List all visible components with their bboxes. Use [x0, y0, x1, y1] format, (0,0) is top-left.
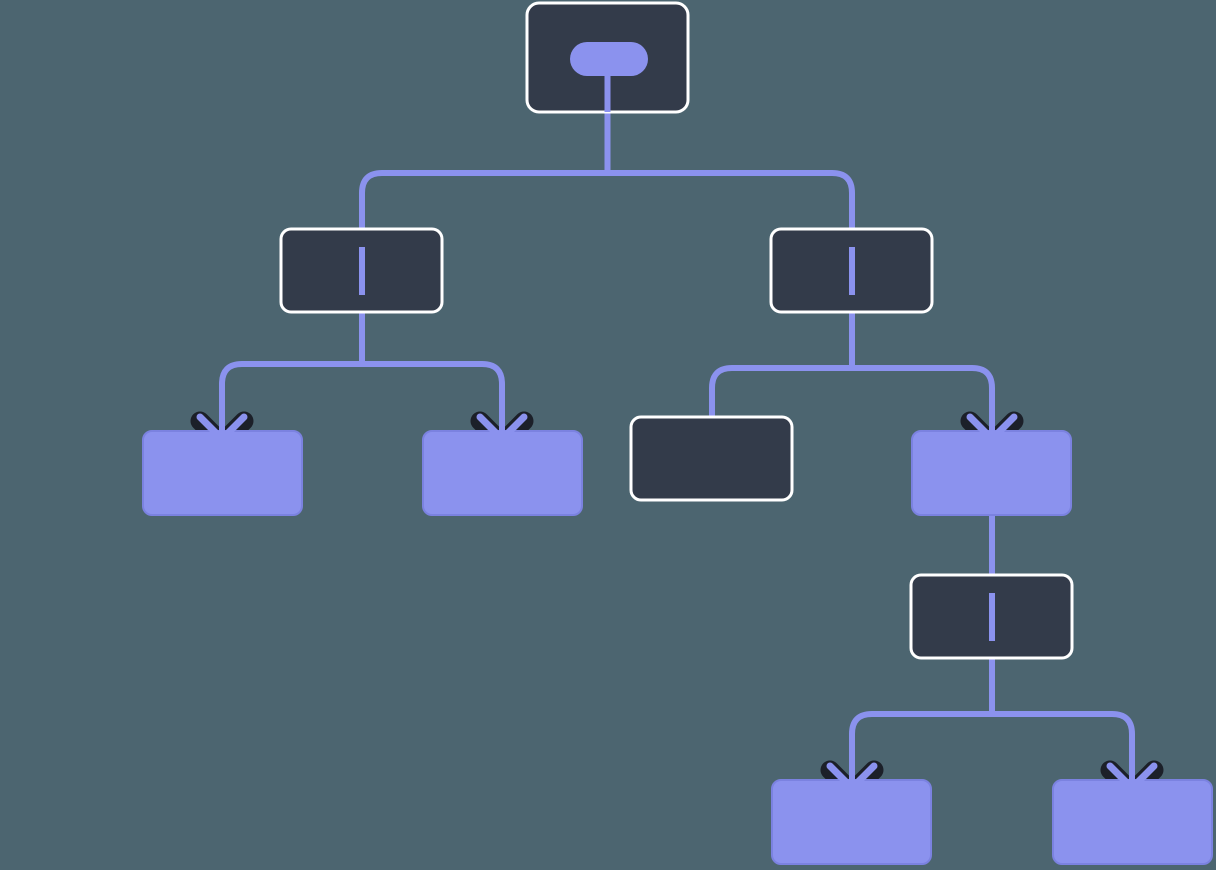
- edge-l3-to-l4a[interactable]: [849, 711, 992, 786]
- arrowhead-highlight-l4b: [1106, 762, 1158, 792]
- edge-root-to-l1left[interactable]: [359, 170, 608, 229]
- edge-root-to-l1right[interactable]: [607, 170, 855, 229]
- arrowhead-highlight-l4a: [826, 762, 878, 792]
- edge-l1right-to-l2d[interactable]: [852, 365, 995, 437]
- node-root-badge: [570, 42, 648, 76]
- edge-l1left-to-l2b[interactable]: [362, 361, 505, 437]
- arrowhead-light-layer: [196, 400, 1158, 796]
- edge-l1right-to-l2c[interactable]: [709, 365, 852, 417]
- edge-l1left-to-l2a[interactable]: [219, 361, 362, 437]
- node-l2-c[interactable]: [629, 415, 794, 502]
- arrowhead-highlight-l2b: [476, 413, 528, 443]
- edge-l3-to-l4b[interactable]: [992, 711, 1135, 786]
- arrowhead-highlight-l2a: [196, 413, 248, 443]
- arrowhead-highlight-l2d: [966, 413, 1018, 443]
- node-layer: [142, 1, 1213, 865]
